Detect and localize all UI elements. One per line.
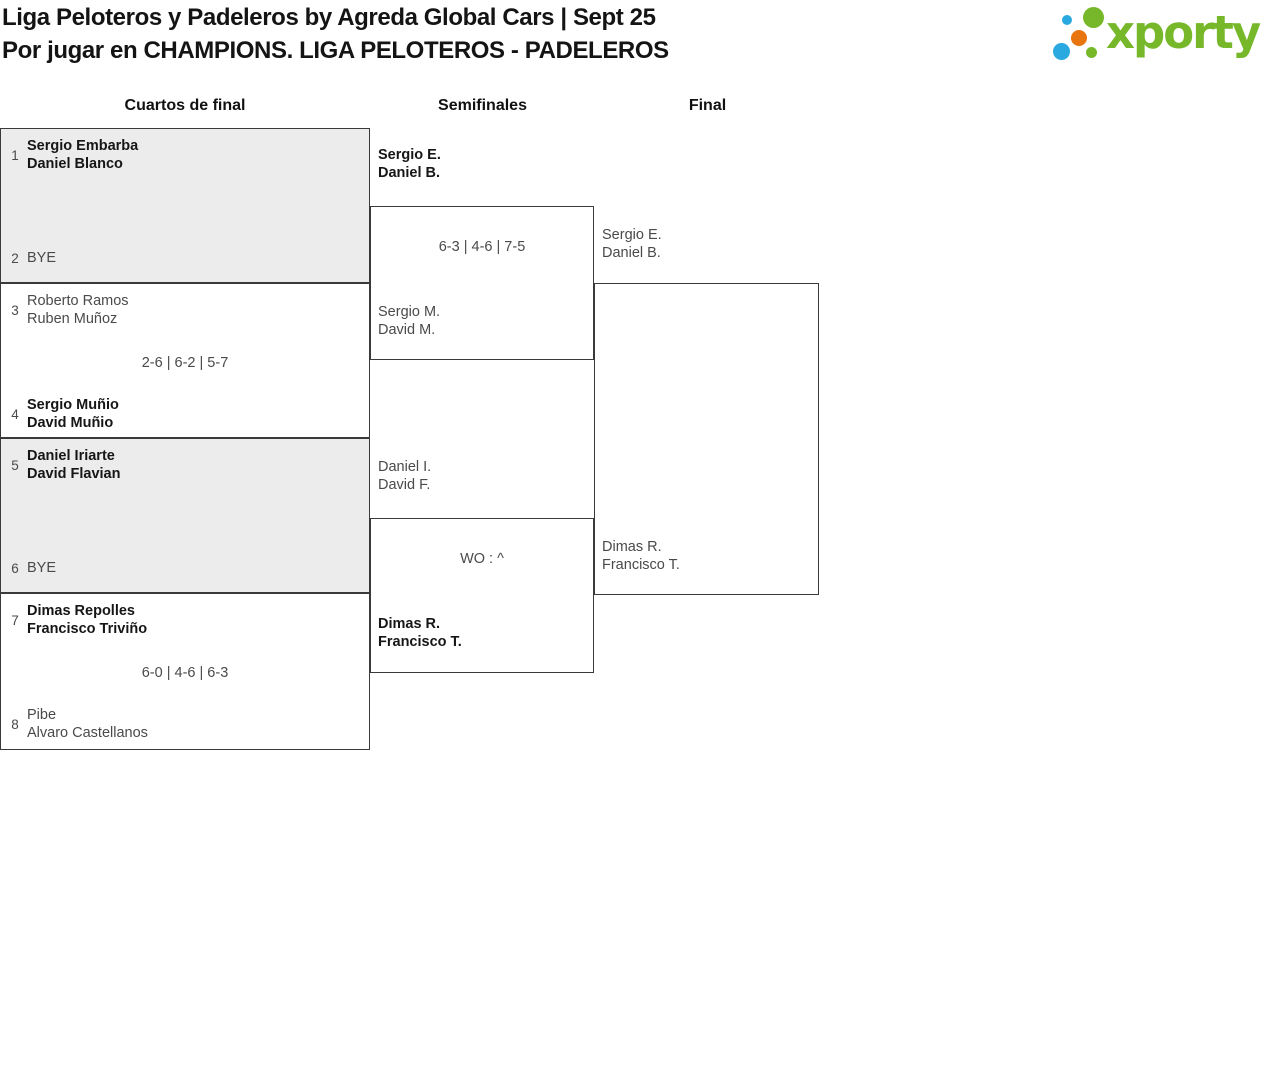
round-header-semifinals: Semifinales: [438, 97, 527, 114]
player-name: Sergio Muñio: [27, 397, 119, 413]
sf2-team-top: Daniel I. David F.: [378, 458, 431, 494]
player-name: Pibe: [27, 707, 57, 723]
player-name: Daniel I.: [378, 459, 432, 475]
qf-match-2: 3 Roberto Ramos Ruben Muñoz 2-6 | 6-2 | …: [0, 283, 370, 438]
seed-number: 8: [11, 716, 19, 732]
player-name: BYE: [27, 250, 57, 266]
team-names: Daniel Iriarte David Flavian: [27, 447, 120, 483]
seed-number: 5: [11, 457, 19, 473]
qf2-team-bottom: 4 Sergio Muñio David Muñio: [9, 396, 119, 432]
team-names: Dimas Repolles Francisco Triviño: [27, 602, 147, 638]
player-name: Dimas Repolles: [27, 603, 135, 619]
player-name: Sergio Embarba: [27, 138, 139, 154]
qf-match-4: 7 Dimas Repolles Francisco Triviño 6-0 |…: [0, 593, 370, 750]
qf3-team-top: 5 Daniel Iriarte David Flavian: [9, 447, 120, 483]
match-score: 6-0 | 4-6 | 6-3: [141, 665, 229, 681]
seed-number: 4: [11, 406, 19, 422]
player-name: Sergio M.: [378, 304, 441, 320]
qf-match-3: 5 Daniel Iriarte David Flavian 6 BYE: [0, 438, 370, 593]
team-names: BYE: [27, 249, 56, 267]
qf-match-1: 1 Sergio Embarba Daniel Blanco 2 BYE: [0, 128, 370, 283]
team-names: Sergio Muñio David Muñio: [27, 396, 119, 432]
player-name: Francisco Triviño: [27, 621, 148, 637]
team-names: Roberto Ramos Ruben Muñoz: [27, 292, 129, 328]
round-header-final: Final: [688, 97, 727, 114]
player-name: Daniel Blanco: [27, 156, 123, 172]
player-name: Roberto Ramos: [27, 293, 129, 309]
player-name: Francisco T.: [378, 634, 462, 650]
player-name: Sergio E.: [378, 147, 441, 163]
qf4-team-top: 7 Dimas Repolles Francisco Triviño: [9, 602, 147, 638]
qf1-team-bottom: 2 BYE: [9, 249, 56, 267]
player-name: Ruben Muñoz: [27, 311, 118, 327]
player-name: Daniel Iriarte: [27, 448, 115, 464]
player-name: Dimas R.: [602, 539, 662, 555]
qf4-team-bottom: 8 Pibe Alvaro Castellanos: [9, 706, 148, 742]
player-name: Francisco T.: [602, 557, 680, 573]
seed-number: 7: [11, 612, 19, 628]
player-name: David Muñio: [27, 415, 114, 431]
qf1-team-top: 1 Sergio Embarba Daniel Blanco: [9, 137, 138, 173]
sf1-team-top: Sergio E. Daniel B.: [378, 146, 441, 182]
player-name: David M.: [378, 322, 436, 338]
player-name: Daniel B.: [378, 165, 441, 181]
logo-dot-icon: [1083, 7, 1104, 28]
player-name: David F.: [378, 477, 431, 493]
sf-match-2: WO : ^: [370, 518, 594, 673]
player-name: David Flavian: [27, 466, 121, 482]
page-subtitle: Por jugar en CHAMPIONS. LIGA PELOTEROS -…: [2, 37, 669, 64]
page-title: Liga Peloteros y Padeleros by Agreda Glo…: [2, 4, 656, 31]
sf2-team-bottom: Dimas R. Francisco T.: [378, 615, 462, 651]
qf3-team-bottom: 6 BYE: [9, 559, 56, 577]
qf2-team-top: 3 Roberto Ramos Ruben Muñoz: [9, 292, 129, 328]
xporty-logo[interactable]: xporty: [1048, 0, 1280, 75]
final-team-bottom: Dimas R. Francisco T.: [602, 538, 680, 574]
logo-dot-icon: [1053, 43, 1070, 60]
seed-number: 6: [11, 560, 19, 576]
sf1-team-bottom: Sergio M. David M.: [378, 303, 440, 339]
player-name: Sergio E.: [602, 227, 662, 243]
seed-number: 3: [11, 302, 19, 318]
team-names: BYE: [27, 559, 56, 577]
team-names: Sergio Embarba Daniel Blanco: [27, 137, 138, 173]
logo-dot-icon: [1071, 30, 1087, 46]
sf-match-1: 6-3 | 4-6 | 7-5: [370, 206, 594, 360]
logo-dot-icon: [1062, 15, 1072, 25]
logo-wordmark: xporty: [1106, 6, 1261, 59]
player-name: Dimas R.: [378, 616, 441, 632]
team-names: Pibe Alvaro Castellanos: [27, 706, 148, 742]
match-score: 2-6 | 6-2 | 5-7: [141, 355, 229, 371]
final-team-top: Sergio E. Daniel B.: [602, 226, 662, 262]
player-name: Daniel B.: [602, 245, 661, 261]
round-header-quarterfinals: Cuartos de final: [124, 97, 246, 114]
player-name: Alvaro Castellanos: [27, 725, 148, 741]
match-score: 6-3 | 4-6 | 7-5: [438, 239, 526, 255]
match-score: WO : ^: [460, 551, 504, 567]
player-name: BYE: [27, 560, 57, 576]
seed-number: 1: [11, 147, 19, 163]
logo-dot-icon: [1086, 47, 1097, 58]
final-match: [594, 283, 819, 595]
seed-number: 2: [11, 250, 19, 266]
